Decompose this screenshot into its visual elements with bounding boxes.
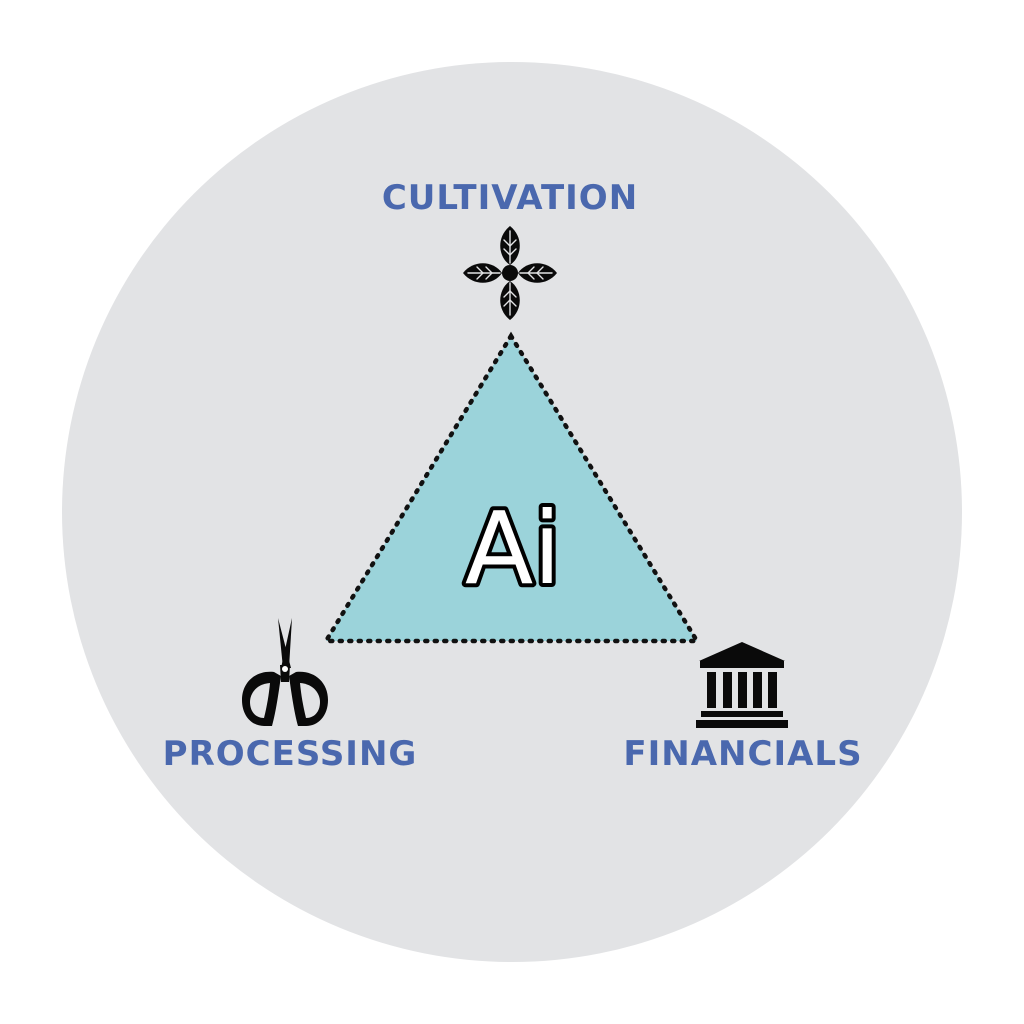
scissors-icon: [242, 618, 328, 726]
center-triangle: [322, 331, 702, 644]
leaf-icon: [463, 226, 557, 320]
center-text: Ai: [465, 490, 561, 607]
bank-icon: [696, 642, 788, 728]
label-cultivation: CULTIVATION: [381, 178, 639, 218]
label-financials: FINANCIALS: [623, 734, 863, 774]
label-processing: PROCESSING: [162, 734, 418, 774]
